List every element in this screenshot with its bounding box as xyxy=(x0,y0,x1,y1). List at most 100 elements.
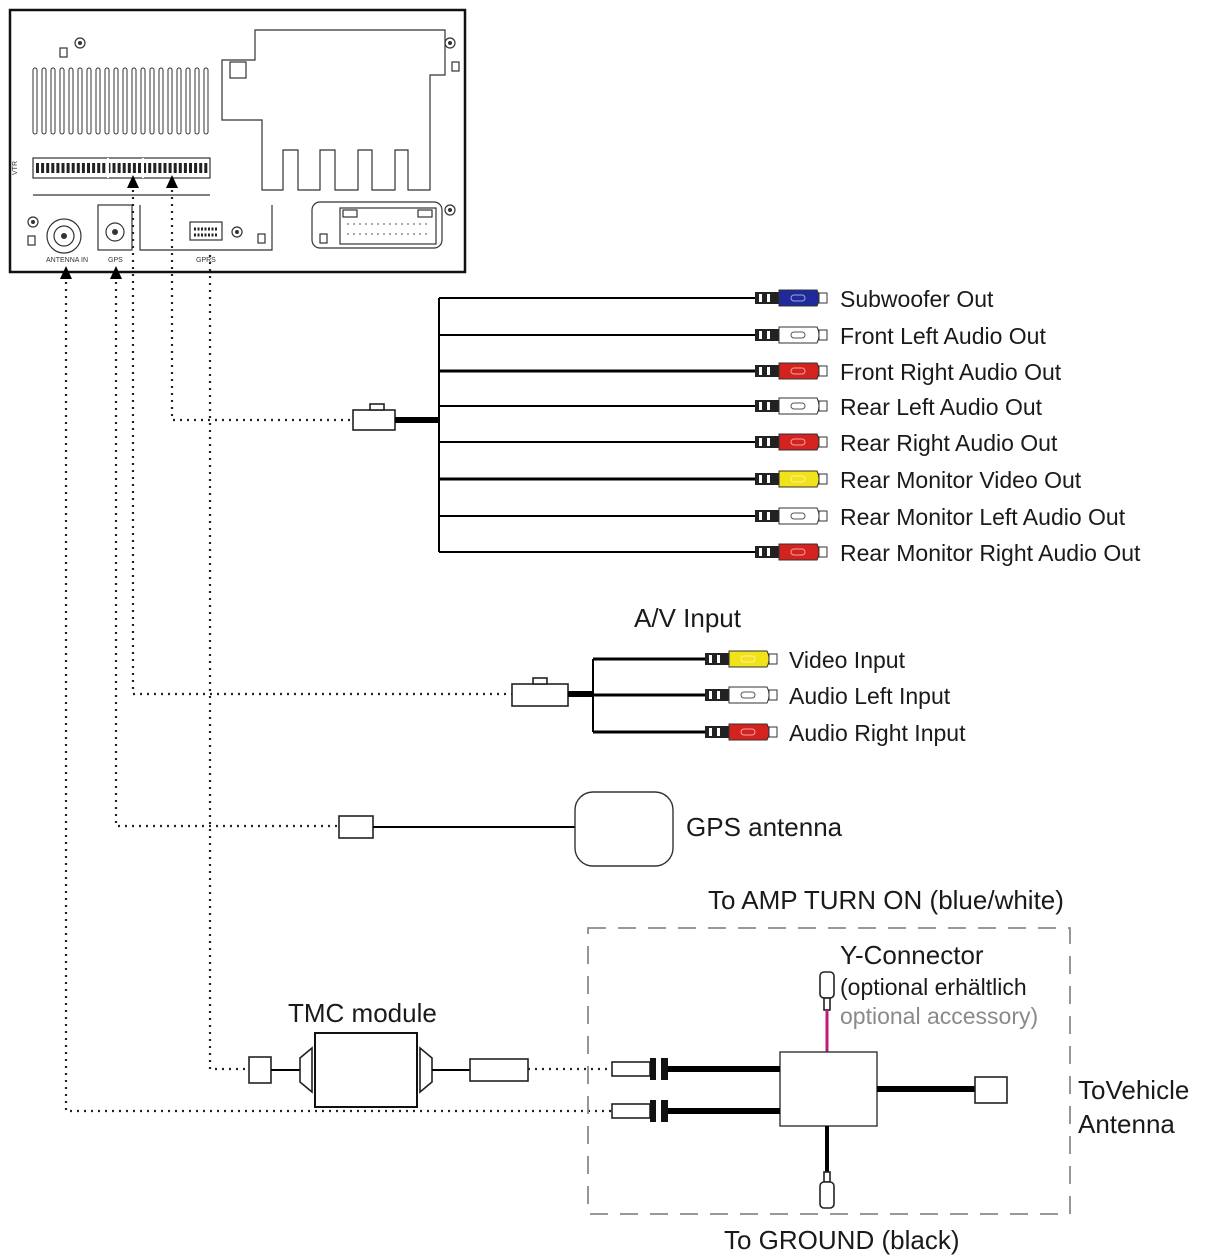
rca-out-label: Rear Left Audio Out xyxy=(840,394,1043,420)
rca-out-plug xyxy=(755,362,828,380)
arrow-rca xyxy=(127,175,139,188)
rca-out-plug xyxy=(755,433,828,451)
y-junction-box xyxy=(779,1051,878,1127)
rca-out-label: Rear Monitor Left Audio Out xyxy=(840,504,1126,530)
dotted-link-gps xyxy=(114,282,339,828)
rca-harness-plug xyxy=(352,409,396,431)
cooling-fin xyxy=(140,67,146,135)
amp-turn-on-label: To AMP TURN ON (blue/white) xyxy=(708,885,1064,915)
connector-pin xyxy=(36,163,39,173)
connector-pin xyxy=(163,163,167,173)
connector-pin xyxy=(127,163,131,173)
y-connector-note-line2: optional accessory) xyxy=(840,1003,1038,1029)
rca-out-plug xyxy=(755,470,828,488)
rca-out-label: Rear Monitor Right Audio Out xyxy=(840,540,1141,566)
cooling-fin xyxy=(131,67,137,135)
y-input-plug-tmc xyxy=(611,1058,780,1080)
multi-pin-connector xyxy=(32,157,211,196)
cooling-fin xyxy=(50,67,56,135)
connection-arrows xyxy=(60,175,178,279)
connector-pin xyxy=(189,163,192,173)
ground-label: To GROUND (black) xyxy=(724,1225,959,1255)
rca-out-plug xyxy=(755,507,828,525)
cooling-fins xyxy=(32,67,209,135)
gprs-socket xyxy=(139,205,273,251)
connector-pin xyxy=(56,163,60,173)
cooling-fin xyxy=(95,67,101,135)
cooling-fin xyxy=(194,67,200,135)
port-label-antenna: ANTENNA IN xyxy=(46,257,88,264)
amp-spade-terminal xyxy=(819,971,835,1052)
cooling-fin xyxy=(68,67,74,135)
connector-pin xyxy=(102,163,106,173)
y-input-plug-antenna xyxy=(611,1100,780,1122)
av-input-title: A/V Input xyxy=(634,603,742,633)
connector-pin xyxy=(92,163,96,173)
cooling-fin xyxy=(86,67,92,135)
dotted-link-rca xyxy=(170,190,353,422)
connector-pin xyxy=(87,163,90,173)
antenna-in-jack xyxy=(46,218,82,254)
ground-spade-terminal xyxy=(819,1171,835,1209)
vehicle-antenna-plug xyxy=(974,1076,1008,1104)
rca-out-label: Front Right Audio Out xyxy=(840,359,1062,385)
arrow-gps xyxy=(110,266,122,279)
dotted-link-av xyxy=(131,190,512,696)
port-label-gprs: GPRS xyxy=(196,257,216,264)
gps-antenna-puck xyxy=(574,791,674,867)
connector-pin xyxy=(183,163,187,173)
rca-out-plug xyxy=(755,543,828,561)
cooling-fin xyxy=(113,67,119,135)
cooling-fin xyxy=(77,67,83,135)
side-label: VTR xyxy=(12,161,19,175)
connector-pin xyxy=(204,163,208,173)
cooling-fin xyxy=(203,67,209,135)
connector-pin xyxy=(132,163,136,173)
cooling-fin xyxy=(176,67,182,135)
connector-pin xyxy=(148,163,152,173)
av-in-label: Audio Right Input xyxy=(789,720,966,746)
av-in-plug xyxy=(705,650,778,668)
tmc-module-box xyxy=(314,1032,418,1108)
dotted-connections xyxy=(64,190,612,1113)
mounting-screws xyxy=(27,37,460,246)
connector-pin xyxy=(143,163,147,173)
cooling-fin xyxy=(158,67,164,135)
connector-pin xyxy=(153,163,157,173)
tmc-gprs-plug xyxy=(248,1056,272,1084)
av-in-label: Video Input xyxy=(789,647,906,673)
connector-pin xyxy=(71,163,75,173)
av-in-plug xyxy=(705,686,778,704)
rca-out-label: Front Left Audio Out xyxy=(840,323,1046,349)
tmc-output-plug xyxy=(469,1058,529,1082)
connector-pin xyxy=(117,163,121,173)
arrow-av xyxy=(166,175,178,188)
connector-pin xyxy=(76,163,80,173)
port-label-gps: GPS xyxy=(108,257,123,264)
gps-plug xyxy=(338,815,374,839)
y-connector-note-line1: (optional erhältlich xyxy=(840,974,1027,1000)
connector-pin xyxy=(112,163,116,173)
tmc-module-assembly: TMC module xyxy=(248,998,529,1108)
y-connector-assembly: To AMP TURN ON (blue/white) Y-Connector … xyxy=(587,885,1071,1255)
arrow-antenna xyxy=(60,266,72,279)
connector-pin xyxy=(158,163,162,173)
tmc-module-label: TMC module xyxy=(288,998,437,1028)
connector-pin xyxy=(46,163,50,173)
cooling-fin xyxy=(167,67,173,135)
head-unit-rear-panel: VTR ANTENNA IN GPS xyxy=(8,8,467,274)
main-harness-socket xyxy=(311,201,443,249)
connector-pin xyxy=(81,163,85,173)
rca-out-label: Subwoofer Out xyxy=(840,286,994,312)
y-connector-title: Y-Connector xyxy=(840,940,984,970)
connector-pin xyxy=(173,163,177,173)
rca-out-label: Rear Monitor Video Out xyxy=(840,467,1082,493)
connector-pin xyxy=(168,163,172,173)
vehicle-antenna-label-line1: ToVehicle xyxy=(1078,1075,1189,1105)
connector-pin xyxy=(178,163,182,173)
vehicle-antenna-label-line2: Antenna xyxy=(1078,1109,1175,1139)
rca-out-plug xyxy=(755,289,828,307)
